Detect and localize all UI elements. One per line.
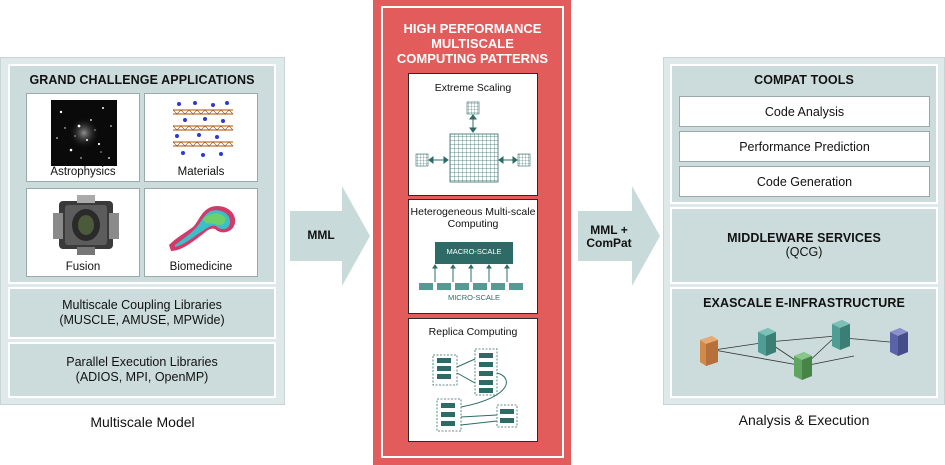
macro-scale-label: MACRO-SCALE [446,247,502,256]
middleware-services-title: MIDDLEWARE SERVICES [727,231,881,245]
server-orange-icon [700,336,718,366]
exascale-heading: EXASCALE E-INFRASTRUCTURE [703,296,905,310]
middleware-services-section: MIDDLEWARE SERVICES (QCG) [670,207,938,284]
parallel-libraries-section: Parallel Execution Libraries (ADIOS, MPI… [8,342,276,398]
biomedicine-image [169,205,236,251]
mml-compat-arrow [578,186,660,286]
coupling-libraries-title: Multiscale Coupling Libraries [62,298,222,312]
app-label-biomedicine: Biomedicine [169,261,233,273]
compat-tools-heading: COMPAT TOOLS [754,73,854,87]
pattern-replica-computing-title: Replica Computing [428,326,518,338]
hpc-patterns-heading: HIGH PERFORMANCE MULTISCALE COMPUTING PA… [381,21,564,66]
pattern-heterogeneous-title-line-2: Computing [447,218,499,230]
server-green-icon [794,352,812,380]
app-cell-fusion: Fusion [26,188,140,277]
micro-scale-label: MICRO-SCALE [447,293,501,302]
materials-image [172,101,234,157]
tool-code-analysis: Code Analysis [679,96,930,127]
hpc-heading-line-2: MULTISCALE [431,36,514,51]
analysis-execution-caption: Analysis & Execution [738,412,870,428]
server-teal-icon-1 [758,328,776,356]
hpc-heading-line-1: HIGH PERFORMANCE [403,21,542,36]
app-label-materials: Materials [177,166,225,178]
hpc-patterns-border [381,6,564,458]
grand-challenge-heading: GRAND CHALLENGE APPLICATIONS [29,73,255,87]
infrastructure-network-icon [700,320,908,380]
app-label-fusion: Fusion [65,261,101,273]
parallel-libraries-list: (ADIOS, MPI, OpenMP) [75,370,209,384]
multiscale-model-caption: Multiscale Model [90,414,195,430]
app-cell-materials: Materials [144,93,258,182]
astrophysics-image [51,100,117,166]
server-teal-icon-2 [832,320,850,350]
mml-arrow-label: MML [307,228,335,242]
mml-compat-label-line-1: MML + [590,223,628,237]
middleware-services-sub: (QCG) [785,245,823,259]
mml-compat-arrow-label: MML + ComPat [580,224,638,250]
mml-compat-label-line-2: ComPat [586,236,632,250]
app-cell-biomedicine: Biomedicine [144,188,258,277]
coupling-libraries-list: (MUSCLE, AMUSE, MPWide) [59,313,225,327]
mml-arrow [290,186,370,286]
pattern-extreme-scaling: Extreme Scaling [408,73,538,196]
replica-computing-icon [432,348,518,432]
pattern-extreme-scaling-title: Extreme Scaling [434,82,512,94]
tool-code-generation: Code Generation [679,166,930,197]
app-cell-astrophysics: Astrophysics [26,93,140,182]
pattern-heterogeneous: Heterogeneous Multi-scale Computing MACR… [408,199,538,314]
parallel-libraries-title: Parallel Execution Libraries [66,355,218,369]
pattern-replica-computing: Replica Computing [408,318,538,442]
macro-micro-scale-icon [419,242,523,290]
server-blue-icon [890,328,908,356]
extreme-scaling-grid-icon [415,101,531,183]
pattern-heterogeneous-title: Heterogeneous Multi-scale Computing [409,206,537,230]
tool-performance-prediction: Performance Prediction [679,131,930,162]
hpc-heading-line-3: COMPUTING PATTERNS [396,51,549,66]
app-label-astrophysics: Astrophysics [50,166,116,178]
coupling-libraries-section: Multiscale Coupling Libraries (MUSCLE, A… [8,287,276,339]
fusion-image [53,195,119,255]
pattern-heterogeneous-title-line-1: Heterogeneous Multi-scale [410,206,536,218]
